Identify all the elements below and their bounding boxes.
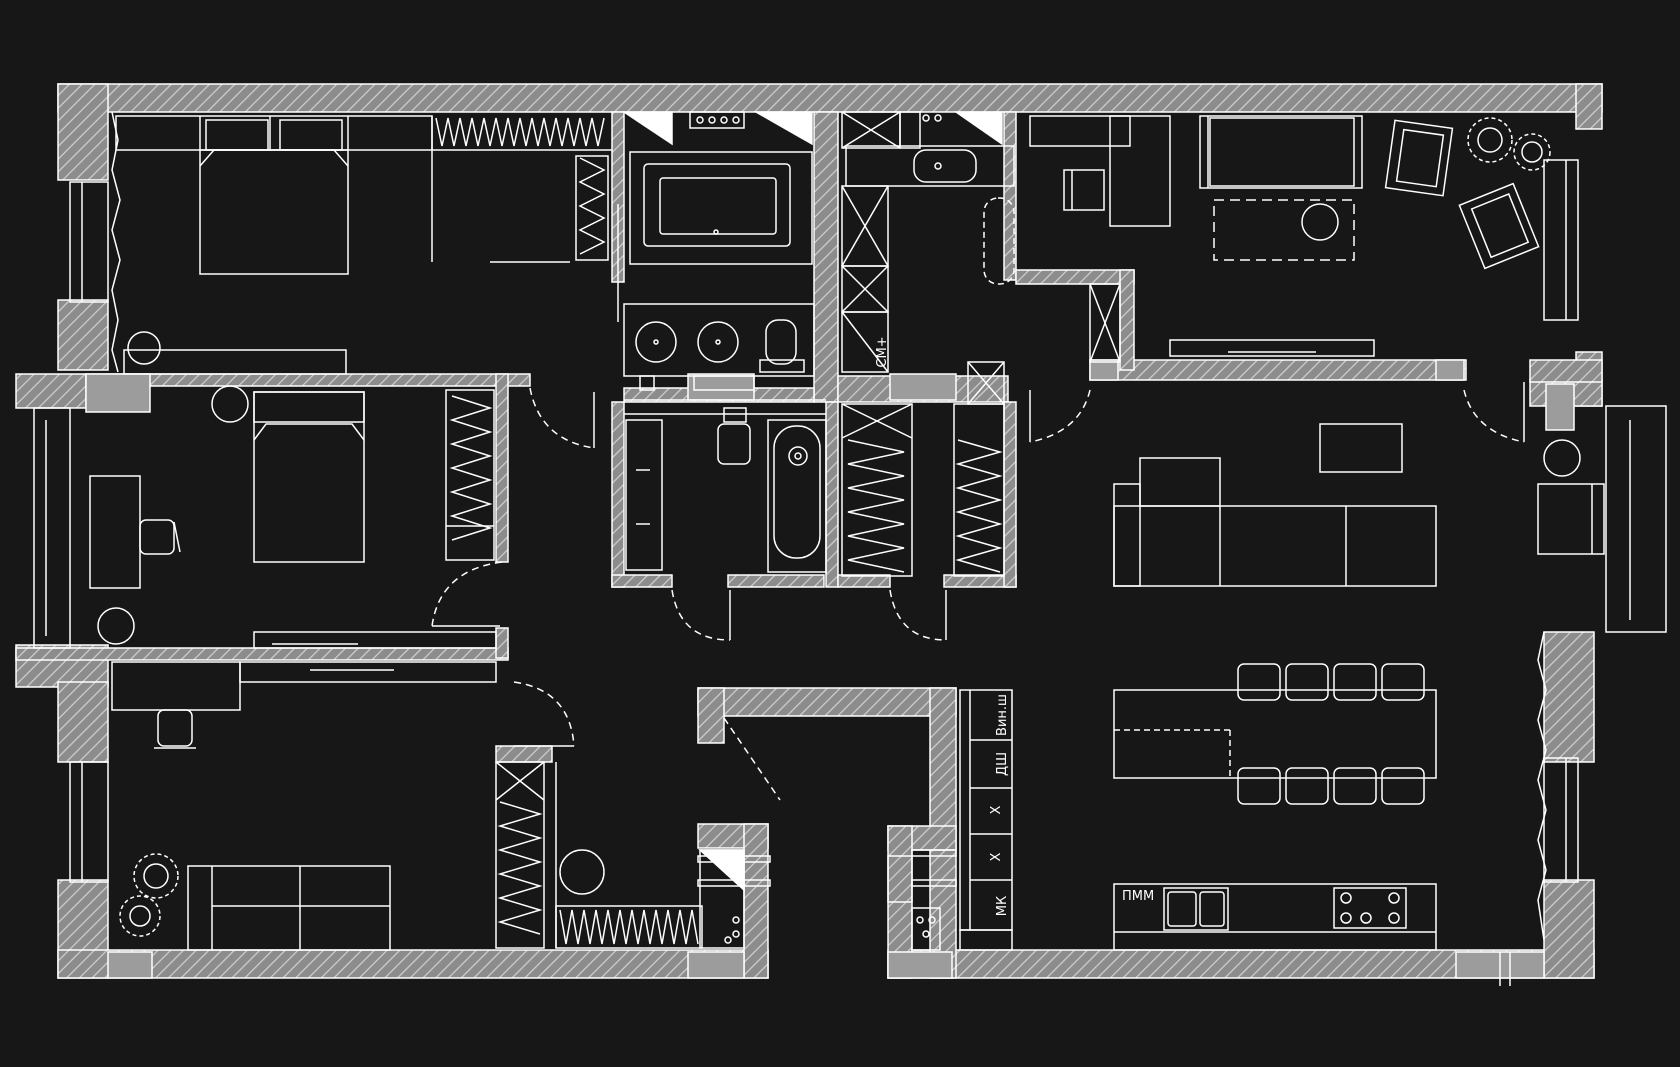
outer-wall-left-step: [15, 373, 87, 409]
kitchen-counter: [1113, 883, 1437, 951]
kitchen-sink: [1163, 887, 1229, 931]
outer-wall-left-upper: [57, 83, 109, 181]
office-chair: [1063, 169, 1105, 211]
wall-bedroom-study: [85, 373, 531, 387]
microwave-label: МК: [995, 896, 1010, 916]
window-study-left: [33, 407, 71, 649]
window-bedroom-left: [69, 181, 109, 303]
window-block-9: [887, 951, 953, 979]
sink-1: [635, 321, 677, 363]
dishwasher-label: ПММ: [1122, 889, 1154, 904]
wall-closet-bottom: [837, 574, 891, 588]
closet-zigzag-1: [435, 117, 605, 147]
wall-bath-right: [813, 111, 839, 403]
bathtub-small: [767, 419, 827, 573]
tv-table: [1319, 423, 1403, 473]
study-desk: [89, 475, 141, 589]
wall-wc-left: [611, 401, 625, 588]
outer-wall-bottom-left: [57, 949, 769, 979]
toilet-small: [717, 423, 751, 465]
dining-chairs-bottom: [1237, 767, 1425, 805]
study-pouf-top: [211, 385, 249, 423]
outer-wall-right-upper: [1575, 83, 1603, 130]
cooktop: [1333, 887, 1407, 929]
fridge-label-1: Х: [989, 805, 1004, 814]
coffee-table: [1301, 203, 1339, 241]
wall-wc-bottom: [611, 574, 673, 588]
washer-box: [841, 311, 889, 373]
armchair-living: [1537, 483, 1605, 555]
wall-center-top: [697, 687, 957, 717]
wine-cooler-label: Вин.ш: [995, 694, 1010, 736]
window-kitchen-right: [1543, 757, 1579, 883]
window-block-7: [107, 951, 153, 979]
wall-cabinet-left-2: [1119, 269, 1135, 371]
cabinet-sofa: [1199, 115, 1363, 189]
curtain-bedroom: [111, 111, 121, 373]
living-sofa: [187, 865, 391, 951]
fridge-label-2: Х: [989, 852, 1004, 861]
wall-study-right-2: [495, 627, 509, 659]
wall-cabinet-bottom: [1089, 359, 1467, 381]
sink-2: [697, 321, 739, 363]
wall-center-left: [697, 687, 725, 744]
bedroom-wardrobe-top: [115, 115, 433, 151]
window-block-2: [687, 373, 755, 401]
outer-wall-right-lower: [1543, 879, 1595, 979]
linework: СМ+: [33, 111, 1667, 986]
dining-table: [1113, 689, 1437, 779]
wall-wc-right: [825, 401, 839, 588]
window-block-4: [1089, 359, 1119, 381]
wall-hall-closet: [495, 745, 553, 763]
plant-cabinet: [1467, 117, 1551, 171]
bedroom-bench: [123, 349, 347, 375]
window-openings: [85, 359, 1575, 979]
outer-wall-left-lower: [57, 681, 109, 763]
bathtub-large: [629, 151, 813, 265]
living-pouf: [1543, 439, 1581, 477]
dining-chairs-top: [1237, 663, 1425, 701]
hall-pouf: [559, 849, 605, 895]
wall-cabinet-right: [1529, 359, 1603, 383]
curtain-kitchen: [1537, 631, 1547, 941]
wall-center-small-2: [743, 823, 769, 979]
window-block-3: [889, 373, 957, 401]
window-block-1: [85, 373, 151, 413]
window-living-left: [69, 761, 109, 883]
wall-study-right: [495, 373, 509, 563]
single-bed: [253, 391, 365, 563]
walls: [15, 83, 1603, 979]
ironing-board: [983, 197, 1015, 285]
toilet-main: [765, 319, 797, 365]
window-block-8: [687, 951, 745, 979]
window-cabinet-right: [1543, 159, 1579, 321]
window-block-6: [1545, 383, 1575, 431]
living-sofa-large: [1113, 505, 1437, 587]
outer-wall-top: [57, 83, 1603, 113]
study-chair-lower: [157, 709, 193, 747]
window-living-right: [1605, 405, 1667, 633]
washer-label: СМ+: [875, 336, 890, 367]
wall-study-living: [15, 647, 509, 661]
study-pouf-bottom: [97, 607, 135, 645]
plant-living: [119, 853, 179, 937]
wall-utility-right: [1003, 111, 1017, 281]
outer-wall-left-upper-2: [57, 299, 109, 371]
outer-wall-right-mid: [1543, 631, 1595, 763]
double-bed: [199, 149, 349, 275]
oven-label: ДШ: [995, 752, 1010, 776]
wall-cabinet-left: [1015, 269, 1135, 285]
wall-wc-bottom-2: [727, 574, 825, 588]
bedroom-pouf: [127, 331, 161, 365]
window-block-5: [1435, 359, 1465, 381]
door-swings: [431, 387, 1525, 801]
wall-closet-right: [1003, 401, 1017, 588]
